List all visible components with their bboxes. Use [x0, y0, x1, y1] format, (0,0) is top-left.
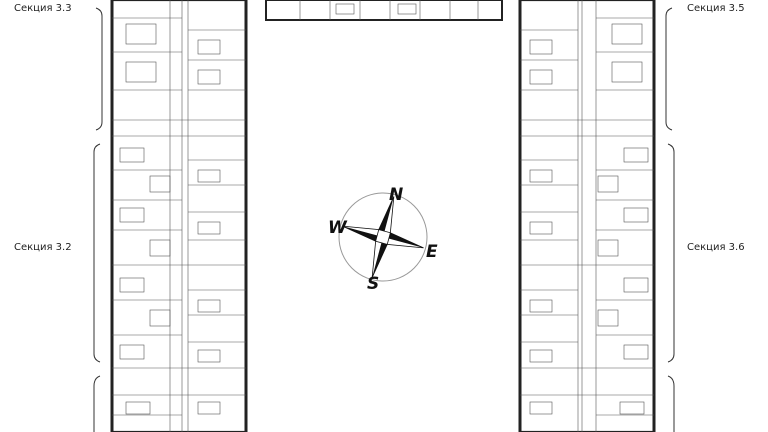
brace-section-3-2 [93, 143, 101, 363]
compass-north-label: N [389, 185, 404, 205]
compass-rose [338, 192, 428, 282]
section-label-3-5: Секция 3.5 [687, 3, 745, 14]
section-label-3-3: Секция 3.3 [14, 3, 72, 14]
compass-west-label: W [328, 218, 347, 238]
brace-section-3-3 [95, 7, 103, 131]
compass-south-label: S [367, 274, 380, 294]
section-label-3-6: Секция 3.6 [687, 242, 745, 253]
brace-section-lower-left [93, 375, 101, 432]
compass-east-label: E [426, 242, 438, 262]
brace-section-3-6 [667, 143, 675, 363]
top-block [265, 0, 503, 21]
brace-section-lower-right [667, 375, 675, 432]
section-label-3-2: Секция 3.2 [14, 242, 72, 253]
left-wing [110, 0, 248, 432]
brace-section-3-5 [665, 7, 673, 131]
right-wing [518, 0, 656, 432]
